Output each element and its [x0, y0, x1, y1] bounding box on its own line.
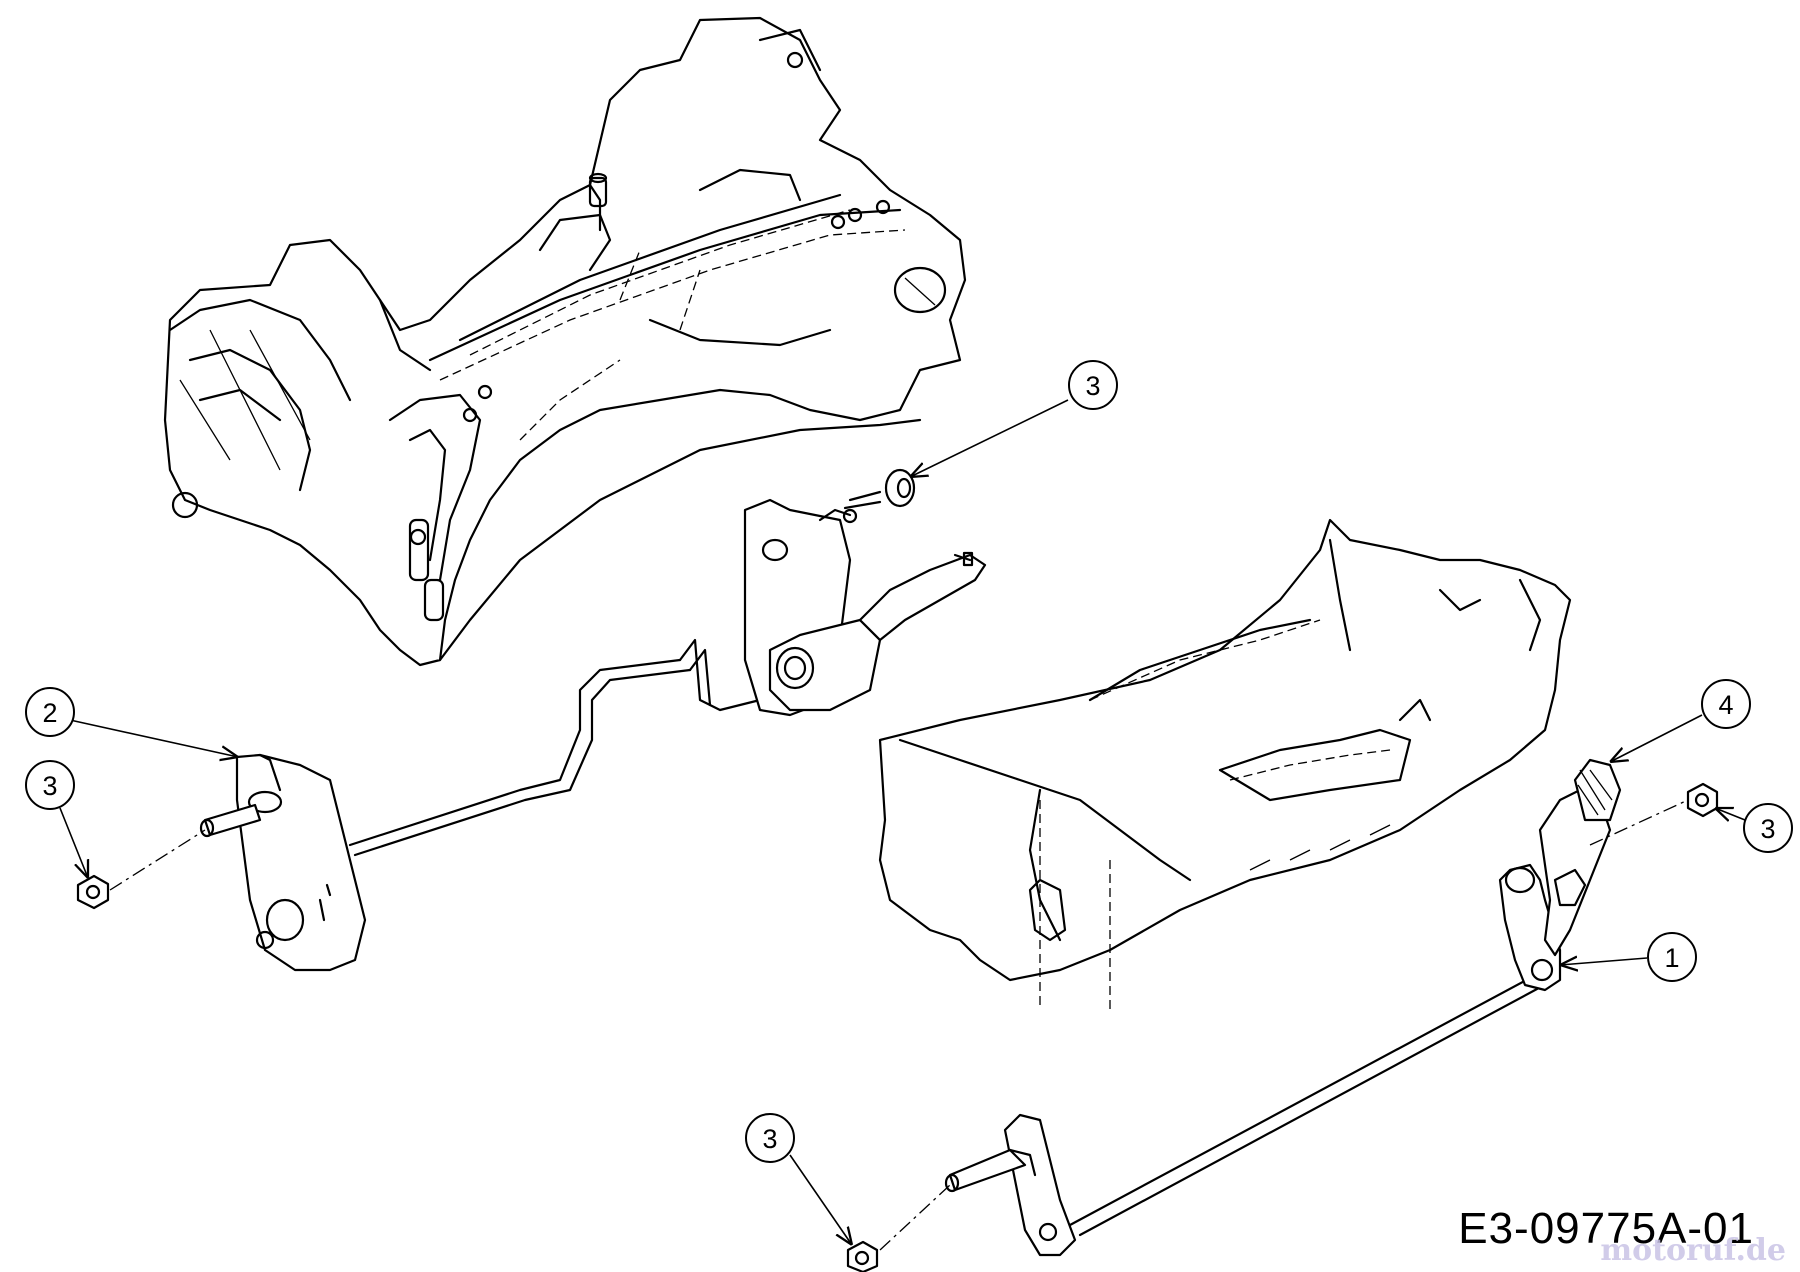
front-axle-bracket [199, 753, 367, 972]
callout-3-front: 3 [25, 760, 88, 878]
callout-2: 2 [25, 687, 238, 757]
nut-upper [843, 468, 916, 510]
mower-deck-lower [878, 518, 1572, 1010]
rear-axle-assembly [944, 758, 1622, 1257]
callout-label: 4 [1718, 690, 1733, 720]
height-adjust-shaft-rear [348, 498, 987, 857]
callout-label: 3 [1085, 371, 1100, 401]
callout-4: 4 [1610, 679, 1751, 762]
callout-label: 2 [42, 698, 57, 728]
drawing-code: E3-09775A-01 [1458, 1204, 1754, 1253]
callout-1: 1 [1560, 932, 1697, 982]
callout-label: 3 [1760, 814, 1775, 844]
centerlines [109, 799, 1689, 1251]
callout-3-upper: 3 [910, 360, 1118, 477]
nut-rear-right [1686, 782, 1719, 818]
watermark: motoruf.de [1600, 1233, 1786, 1268]
callout-3-rear-right: 3 [1715, 803, 1793, 853]
nut-front [76, 874, 110, 910]
callout-label: 3 [762, 1124, 777, 1154]
callout-label: 3 [42, 771, 57, 801]
mower-chassis-upper [163, 16, 967, 667]
nut-rear-left [846, 1240, 879, 1272]
callout-label: 1 [1664, 943, 1679, 973]
callout-3-rear-left: 3 [745, 1113, 852, 1245]
